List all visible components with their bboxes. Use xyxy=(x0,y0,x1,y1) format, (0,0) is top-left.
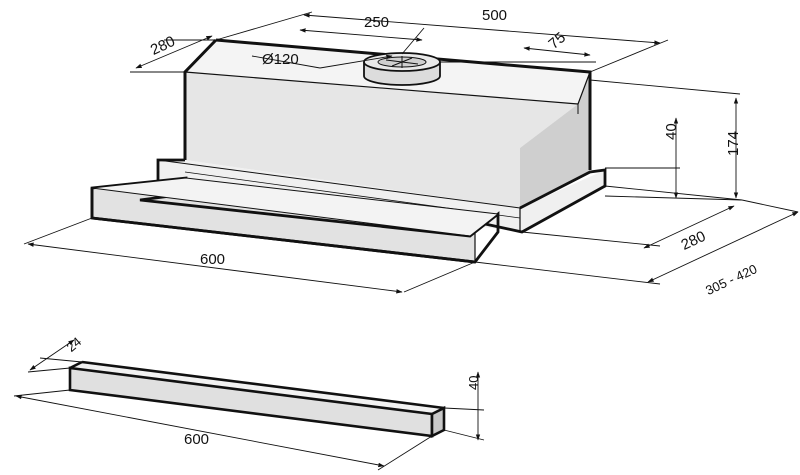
dimension-lines xyxy=(23,11,799,294)
panel-dimension-lines xyxy=(13,339,485,471)
hood-side-face xyxy=(520,72,590,208)
dim-rear-offset: 75 xyxy=(545,29,569,53)
dim-panel-thickness: 24 xyxy=(64,334,85,355)
dim-outlet-diameter: Ø120 xyxy=(262,51,299,68)
dim-height-front: 40 xyxy=(663,123,680,140)
dim-panel-width: 600 xyxy=(184,431,209,448)
hood-side-edge xyxy=(577,71,591,105)
outlet-collar xyxy=(363,52,441,86)
dim-height-total: 174 xyxy=(725,131,742,156)
dim-width-front: 600 xyxy=(200,251,225,268)
hood-front-face xyxy=(185,72,578,208)
hood-front-edge xyxy=(184,71,579,105)
dim-width-top: 500 xyxy=(482,7,507,24)
dim-depth-bottom: 280 xyxy=(679,228,709,254)
dim-outlet-offset: 250 xyxy=(364,14,389,31)
dim-extension-range: 305 - 420 xyxy=(703,261,759,298)
dim-depth-top: 280 xyxy=(148,33,178,59)
front-visor xyxy=(90,176,500,264)
dimension-labels: 500 250 75 Ø120 280 174 40 280 305 - 420… xyxy=(148,7,759,298)
visor-panel xyxy=(67,360,447,439)
panel-dimension-labels: 24 40 600 xyxy=(64,334,481,448)
dim-panel-height: 40 xyxy=(466,376,481,390)
